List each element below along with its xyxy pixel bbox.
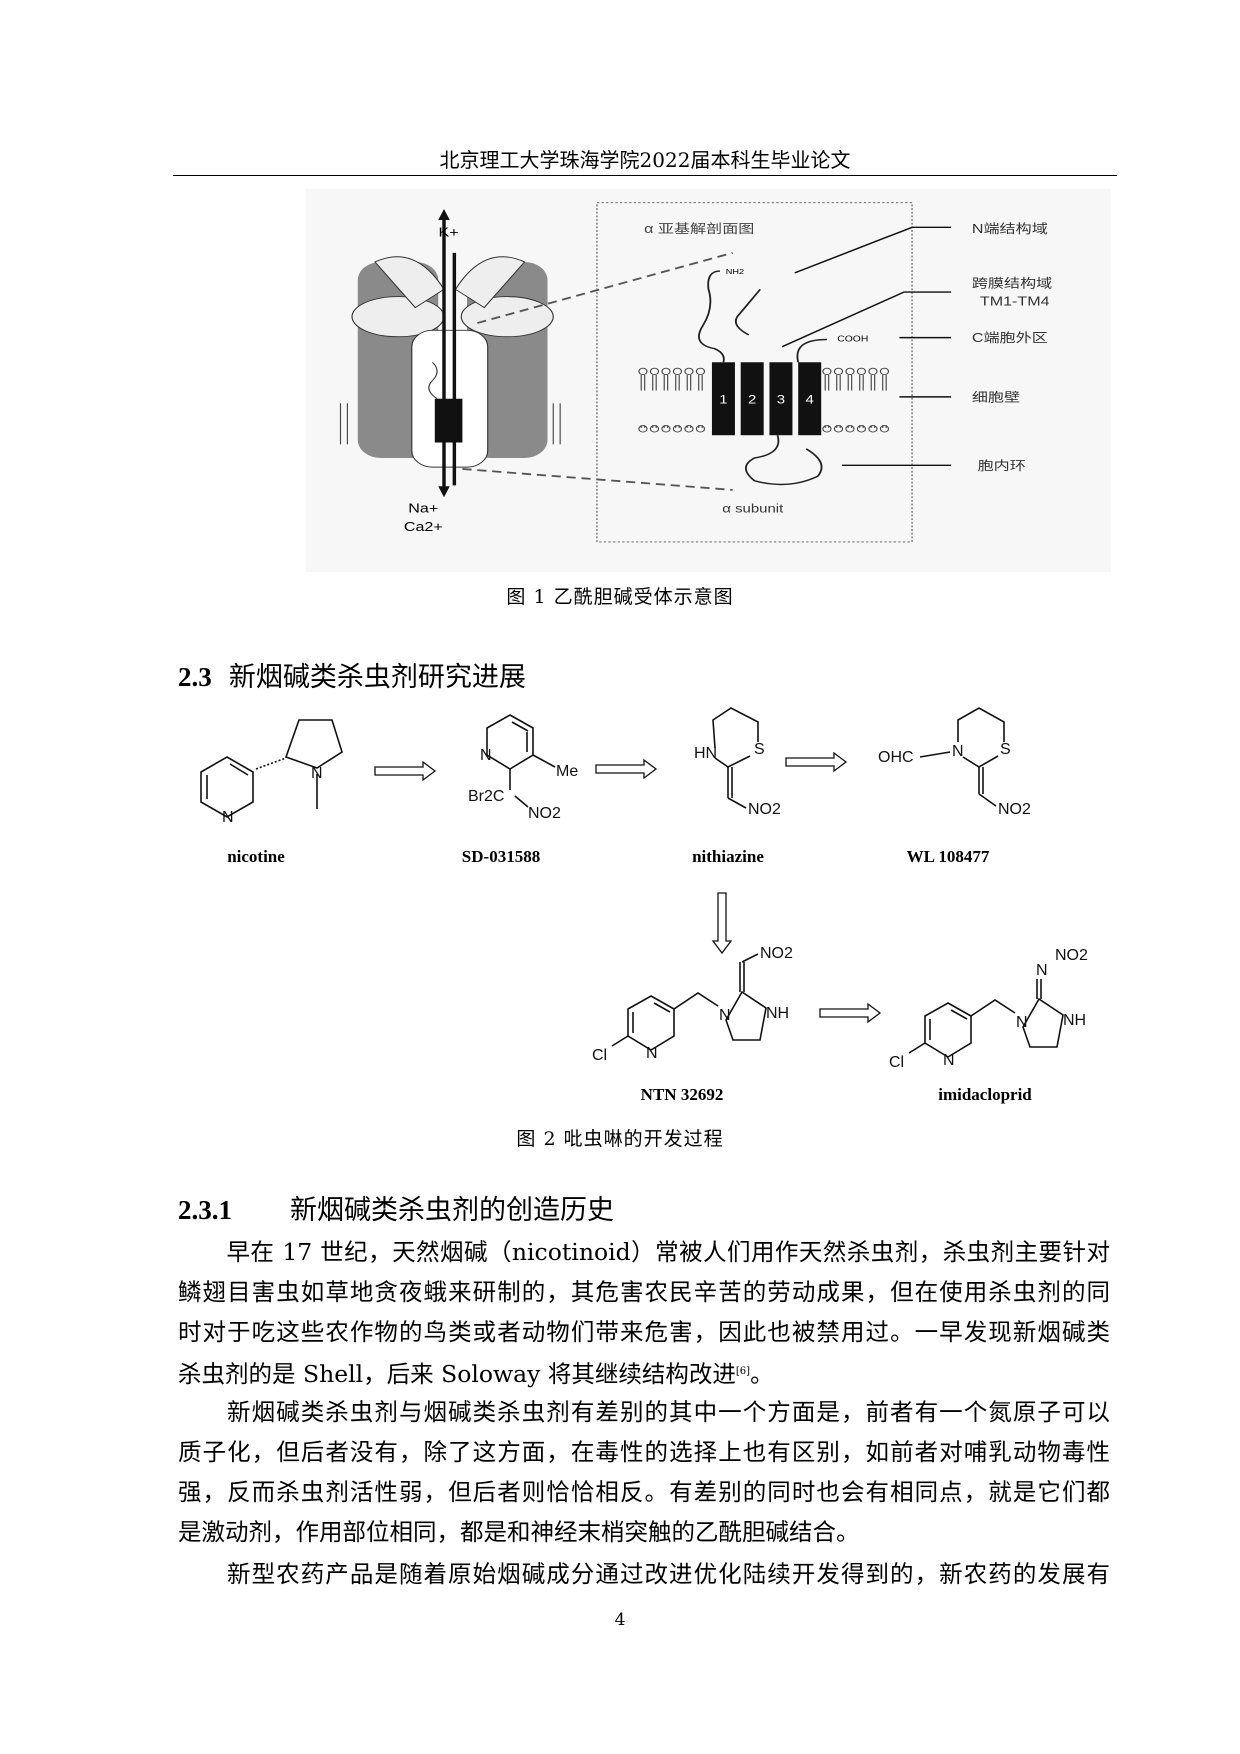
paragraph-line: 时对于吃这些农作物的鸟类或者动物们带来危害，因此也被禁用过。一早发现新烟碱类 (178, 1318, 1110, 1346)
svg-text:1: 1 (719, 393, 727, 406)
paragraph-line: 强，反而杀虫剂活性弱，但后者则恰恰相反。有差别的同时也会有相同点，就是它们都 (178, 1478, 1110, 1506)
atom-label: N (480, 747, 492, 764)
svg-text:4: 4 (806, 393, 815, 406)
ion-bottom-label-2: Ca2+ (404, 520, 443, 534)
atom-label: S (754, 741, 765, 758)
atom-label: N (1036, 962, 1048, 979)
transmembrane-helices: 1 2 3 4 (711, 362, 822, 436)
atom-label: NH (766, 1005, 789, 1022)
atom-label: N (952, 743, 964, 760)
svg-text:2: 2 (748, 393, 756, 406)
atom-label: Cl (889, 1054, 904, 1071)
receptor-channel-drawing (339, 209, 561, 498)
paragraph-line: 鳞翅目害虫如草地贪夜蛾来研制的，其危害农民辛苦的劳动成果，但在使用杀虫剂的同 (178, 1278, 1110, 1306)
compound-label-ntn-32692: NTN 32692 (641, 1085, 724, 1104)
paragraph-line: 新烟碱类杀虫剂与烟碱类杀虫剂有差别的其中一个方面是，前者有一个氮原子可以 (226, 1398, 1110, 1426)
page-number: 4 (614, 1610, 626, 1630)
membrane-lipids (638, 367, 890, 433)
figure-1-acetylcholine-receptor-diagram: K+ Na+ Ca2+ α 亚基解剖面图 1 2 3 4 NH2 COOH α … (306, 189, 1111, 572)
atom-label: N (943, 1052, 955, 1069)
atom-label: Me (556, 763, 578, 780)
atom-label: N (1016, 1014, 1028, 1031)
running-header: 北京理工大学珠海学院2022届本科生毕业论文 (439, 148, 851, 172)
paragraph-line: 质子化，但后者没有，除了这方面，在毒性的选择上也有区别，如前者对哺乳动物毒性 (178, 1438, 1110, 1466)
compound-label-imidacloprid: imidacloprid (938, 1085, 1032, 1104)
callout-c-terminal: C端胞外区 (972, 331, 1048, 346)
cooh-label: COOH (837, 334, 868, 343)
atom-label: NO2 (998, 801, 1031, 818)
atom-label: HN (694, 745, 717, 762)
compound-label-sd-031588: SD-031588 (462, 847, 540, 866)
atom-label: N (311, 765, 323, 782)
section-2-3-heading: 2.3 新烟碱类杀虫剂研究进展 (178, 662, 526, 693)
compound-label-nithiazine: nithiazine (692, 847, 764, 866)
nh2-label: NH2 (726, 267, 745, 276)
paragraph-line: 杀虫剂的是 Shell，后来 Soloway 将其继续结构改进[6]。 (178, 1360, 774, 1388)
callout-intracellular-loop: 胞内环 (978, 458, 1026, 473)
svg-text:3: 3 (777, 393, 785, 406)
atom-label: N (719, 1007, 731, 1024)
paragraph-line: 是激动剂，作用部位相同，都是和神经末梢突触的乙酰胆碱结合。 (178, 1518, 860, 1546)
callout-leaders (781, 226, 952, 467)
citation-reference[interactable]: [6] (735, 1366, 751, 1377)
atom-label: NO2 (1055, 947, 1088, 964)
callout-transmembrane: 跨膜结构域 (972, 276, 1052, 291)
callout-n-terminal: N端结构域 (972, 221, 1048, 236)
figure-2-caption: 图 2 吡虫啉的开发过程 (516, 1128, 724, 1150)
header-rule (173, 175, 1117, 176)
figure-2-imidacloprid-development: N N N Me Br2C NO2 HN S NO2 OHC N S NO2 N… (200, 707, 1088, 1104)
atom-label: NO2 (760, 945, 793, 962)
compound-label-nicotine: nicotine (227, 847, 285, 866)
atom-label: OHC (878, 749, 914, 766)
atom-label: Br2C (468, 788, 504, 805)
atom-label: NH (1063, 1012, 1086, 1029)
atom-label: S (1000, 741, 1011, 758)
ion-top-label: K+ (439, 226, 459, 240)
ion-bottom-label-1: Na+ (408, 502, 438, 516)
paragraph-line: 新型农药产品是随着原始烟碱成分通过改进优化陆续开发得到的，新农药的发展有 (226, 1560, 1110, 1588)
atom-label: Cl (592, 1047, 607, 1064)
atom-label: NO2 (528, 805, 561, 822)
subunit-label: α subunit (722, 502, 783, 515)
figure-1-caption: 图 1 乙酰胆碱受体示意图 (506, 586, 734, 608)
atom-label: N (222, 809, 234, 826)
callout-cell-wall: 细胞壁 (972, 390, 1020, 405)
panel-title: α 亚基解剖面图 (644, 221, 754, 236)
callout-tm1-tm4: TM1-TM4 (980, 295, 1050, 309)
paragraph-line: 早在 17 世纪，天然烟碱（nicotinoid）常被人们用作天然杀虫剂，杀虫剂… (226, 1238, 1110, 1266)
atom-label: NO2 (748, 801, 781, 818)
atom-label: N (646, 1045, 658, 1062)
compound-label-wl-108477: WL 108477 (907, 847, 990, 866)
